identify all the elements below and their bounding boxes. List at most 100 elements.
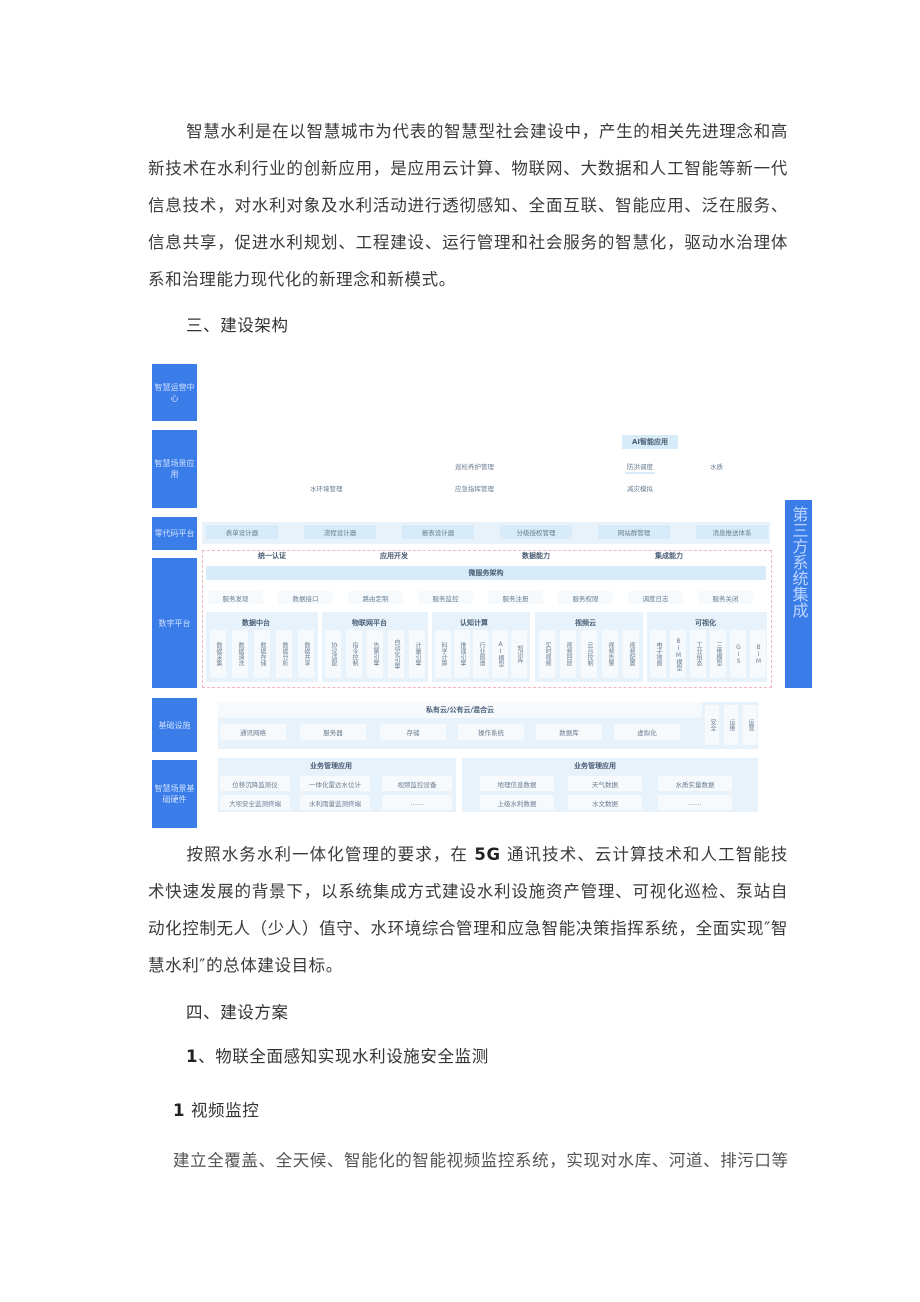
hardware-item: 水质实量数据 <box>658 776 732 791</box>
microservice-item: 调度日志 <box>628 591 683 604</box>
platform-title: 数据中台 <box>242 619 270 627</box>
capability-label: 应用开发 <box>380 552 408 560</box>
infra-item: 虚拟化 <box>614 724 680 740</box>
capability-label: 数据能力 <box>522 552 550 560</box>
layer-label-lowcode: 零代码平台 <box>152 517 197 550</box>
digital-platform-frame <box>202 550 772 688</box>
scene-app-item: 防洪调度 <box>627 463 653 471</box>
goal-text-after: 通讯技术、云计算技术和人工智能技术快速发展的背景下，以系统集成方式建设水利设施资… <box>148 845 788 975</box>
platform-item: 实时视频 <box>539 630 555 678</box>
microservice-item: 路由定制 <box>348 591 403 604</box>
platform-item: AI模型 <box>492 630 508 678</box>
lowcode-item: 报表设计器 <box>402 525 474 539</box>
microservice-item: 服务关闭 <box>698 591 753 604</box>
platform-item: 视频告警 <box>602 630 618 678</box>
platform-title: 视频云 <box>575 619 596 627</box>
hardware-item: 大坝安全监测终端 <box>220 795 290 810</box>
platform-item: 云台控制 <box>581 630 597 678</box>
architecture-diagram: 智慧运营中心 智慧场景应用 零代码平台 数字平台 基础设施 智慧场景基础硬件 水… <box>150 362 790 832</box>
platform-item: 行业图谱 <box>473 630 489 678</box>
item-heading-video: 1 视频监控 <box>173 1097 259 1121</box>
lowcode-row-bg <box>202 522 770 544</box>
infrastructure-title: 私有云/公有云/混合云 <box>218 702 702 718</box>
platform-title: 认知计算 <box>460 619 488 627</box>
hardware-left-title: 业务管理应用 <box>310 762 352 770</box>
scene-app-item: 水质 <box>710 463 723 471</box>
microservice-item: 数据接口 <box>278 591 333 604</box>
scene-app-item: 减灾模拟 <box>627 485 653 493</box>
platform-item: 知识库 <box>511 630 527 678</box>
intro-paragraph-text: 智慧水利是在以智慧城市为代表的智慧型社会建设中，产生的相关先进理念和高新技术在水… <box>148 122 788 289</box>
microservice-item: 服务监控 <box>418 591 473 604</box>
infra-item: 操作系统 <box>458 724 524 740</box>
platform-item: 科学计算 <box>435 630 451 678</box>
platform-item: 协议适配 <box>325 630 341 678</box>
platform-item: 自动化引擎 <box>388 630 404 678</box>
section-heading-plan: 四、建设方案 <box>186 1003 289 1022</box>
microservice-title: 微服务架构 <box>206 566 766 580</box>
microservice-item: 服务发现 <box>208 591 263 604</box>
platform-item: 三维模型 <box>710 630 726 678</box>
lowcode-item: 表单设计器 <box>206 525 278 539</box>
platform-item: GIS <box>730 630 746 678</box>
subsection-title: 、物联全面感知实现水利设施安全监测 <box>198 1047 489 1066</box>
goal-paragraph: 按照水务水利一体化管理的要求，在 5G 通讯技术、云计算技术和人工智能技术快速发… <box>148 836 788 984</box>
platform-item: 数据共享 <box>298 630 314 678</box>
lowcode-item: 消息推送体系 <box>696 525 768 539</box>
infra-item: 数据库 <box>536 724 602 740</box>
item-number: 1 <box>173 1101 186 1120</box>
hardware-item: 水文数据 <box>568 795 642 810</box>
hardware-item: …… <box>382 795 452 810</box>
platform-item: 数据采集 <box>210 630 226 678</box>
layer-label-scene-apps: 智慧场景应用 <box>152 430 197 508</box>
infra-item: 服务器 <box>300 724 366 740</box>
platform-item: 工业组态 <box>690 630 706 678</box>
hardware-item: 一体化雷达水位计 <box>300 776 370 791</box>
infra-item: 通讯网络 <box>220 724 286 740</box>
hardware-item: …… <box>658 795 732 810</box>
platform-visualization <box>647 612 767 682</box>
intro-paragraph: 智慧水利是在以智慧城市为代表的智慧型社会建设中，产生的相关先进理念和高新技术在水… <box>148 113 788 298</box>
divider <box>625 472 655 474</box>
third-party-integration-label: 第三方系统集成 <box>785 500 812 688</box>
scene-app-item: 巡检养护管理 <box>455 463 494 471</box>
infra-side-item: 安全 <box>705 705 719 745</box>
subsection-number: 1 <box>186 1047 199 1066</box>
platform-title: 物联网平台 <box>352 619 387 627</box>
hardware-item: 视频监控设备 <box>382 776 452 791</box>
section-heading-architecture: 三、建设架构 <box>186 316 289 335</box>
capability-label: 统一认证 <box>258 552 286 560</box>
infra-side-item: 运营 <box>743 705 757 745</box>
platform-item: 推理引擎 <box>454 630 470 678</box>
scene-app-item: 应急指挥管理 <box>455 485 494 493</box>
platform-item: 告警引擎 <box>367 630 383 678</box>
ai-app-title: AI智能应用 <box>622 435 678 449</box>
lowcode-item: 分级授权管理 <box>500 525 572 539</box>
platform-item: 电子地图 <box>650 630 666 678</box>
platform-item: 数据存储 <box>254 630 270 678</box>
lowcode-item: 网站群管理 <box>598 525 670 539</box>
platform-item: BIM模型 <box>670 630 686 678</box>
hardware-item: 天气数据 <box>568 776 642 791</box>
video-paragraph: 建立全覆盖、全天候、智能化的智能视频监控系统，实现对水库、河道、排污口等 <box>173 1151 789 1170</box>
platform-item: 数据清洗 <box>232 630 248 678</box>
layer-label-digital-platform: 数字平台 <box>152 558 197 688</box>
microservice-item: 服务权限 <box>558 591 613 604</box>
microservice-item: 服务注册 <box>488 591 543 604</box>
hardware-item: 上级水利数据 <box>480 795 554 810</box>
platform-item: 计量引擎 <box>409 630 425 678</box>
lowcode-item: 流程设计器 <box>304 525 376 539</box>
hardware-item: 位移沉降监测仪 <box>220 776 290 791</box>
goal-text-before: 按照水务水利一体化管理的要求，在 <box>186 845 475 864</box>
hardware-right-title: 业务管理应用 <box>574 762 616 770</box>
layer-label-ops-center: 智慧运营中心 <box>152 364 197 421</box>
platform-item: 数据分析 <box>276 630 292 678</box>
platform-item: 指令控制 <box>346 630 362 678</box>
infra-side-item: 运维 <box>724 705 738 745</box>
hardware-item: 水利雨量监测终端 <box>300 795 370 810</box>
goal-text-5g: 5G <box>474 845 501 864</box>
platform-item: 视频回放 <box>560 630 576 678</box>
platform-item: BIM <box>750 630 766 678</box>
item-title: 视频监控 <box>185 1101 260 1120</box>
subsection-heading-iot: 1、物联全面感知实现水利设施安全监测 <box>186 1043 489 1067</box>
